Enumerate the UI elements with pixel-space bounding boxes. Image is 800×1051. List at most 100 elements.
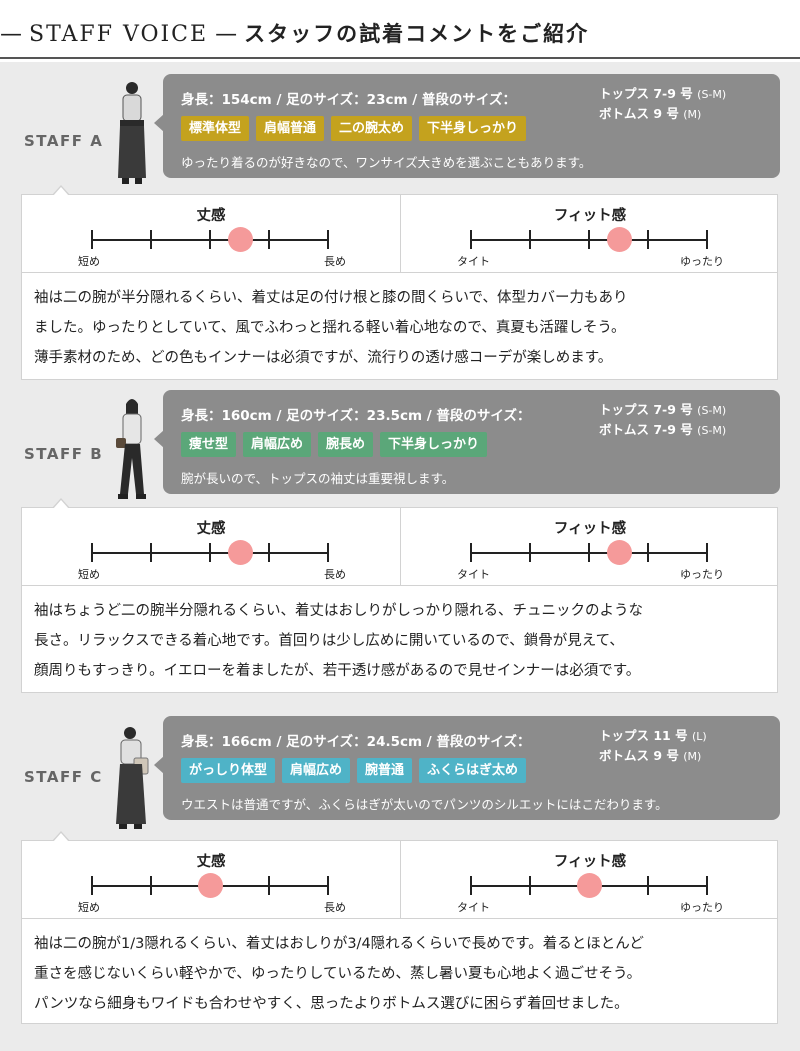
length-marker	[227, 540, 253, 565]
body-type-tag: 二の腕太め	[331, 116, 413, 141]
scale-tick	[647, 876, 649, 895]
staff-block-a: STAFF A 身長：154cm / 足のサイズ：23cm / 普段のサイズ： …	[0, 74, 800, 380]
length-scale: 丈感 短め 長め	[22, 508, 400, 586]
staff-label: STAFF A	[24, 132, 104, 150]
size-bottoms: ボトムス 9 号	[599, 106, 679, 121]
length-min-label: 短め	[78, 901, 100, 914]
staff-label: STAFF C	[24, 768, 103, 786]
fit-scales: 丈感 短め 長め フィット感	[22, 195, 777, 273]
staff-usual-sizes: トップス 11 号 (L) ボトムス 9 号 (M)	[599, 726, 707, 766]
scale-tick	[91, 230, 93, 249]
staff-stats: 身長：166cm / 足のサイズ：24.5cm / 普段のサイズ：	[181, 734, 531, 750]
header: — STAFF VOICE — スタッフの試着コメントをご紹介	[0, 0, 800, 60]
scale-tick	[268, 230, 270, 249]
staff-stats: 身長：154cm / 足のサイズ：23cm / 普段のサイズ：	[181, 92, 516, 108]
body-type-tag: 下半身しっかり	[419, 116, 527, 141]
staff-label: STAFF B	[24, 445, 104, 463]
fit-scale-title: フィット感	[553, 854, 627, 870]
scale-tick	[150, 230, 152, 249]
length-marker	[198, 873, 223, 898]
staff-profile-bubble: 身長：160cm / 足のサイズ：23.5cm / 普段のサイズ： トップス 7…	[154, 390, 780, 494]
length-max-label: 長め	[324, 901, 346, 914]
length-min-label: 短め	[78, 568, 100, 581]
fit-scales: 丈感 短め 長め フィット感	[22, 508, 777, 586]
page-title-jp: スタッフの試着コメントをご紹介	[244, 22, 590, 46]
size-tops-code: (S-M)	[697, 88, 727, 101]
staff-stats: 身長：160cm / 足のサイズ：23.5cm / 普段のサイズ：	[181, 408, 531, 424]
staff-comment: ゆったり着るのが好きなので、ワンサイズ大きめを選ぶこともあります。	[181, 155, 592, 170]
fit-marker	[577, 873, 602, 898]
staff-profile-bubble: 身長：154cm / 足のサイズ：23cm / 普段のサイズ： トップス 7-9…	[154, 74, 780, 178]
length-scale-title: 丈感	[196, 521, 226, 537]
length-scale-title: 丈感	[196, 854, 226, 870]
scale-tick	[209, 543, 211, 562]
scale-tick	[327, 230, 329, 249]
fit-max-label: ゆったり	[680, 568, 724, 581]
scale-tick	[647, 230, 649, 249]
scale-tick	[91, 543, 93, 562]
scale-tick	[268, 543, 270, 562]
size-tops-code: (L)	[691, 730, 707, 743]
scale-tick	[588, 230, 590, 249]
scale-tick	[647, 543, 649, 562]
fit-min-label: タイト	[457, 568, 490, 581]
review-line: 顔周りもすっきり。イエローを着ましたが、若干透け感があるので見せインナーは必須で…	[34, 663, 641, 679]
fit-scale: フィット感 タイト ゆったり	[400, 508, 778, 586]
body-type-tag: 標準体型	[181, 116, 250, 141]
staff-block-c: STAFF C 身長：166cm / 足のサイズ：24.5cm / 普段のサイズ…	[0, 716, 800, 1024]
scale-tick	[150, 543, 152, 562]
scale-tick	[209, 230, 211, 249]
fit-scale-title: フィット感	[553, 208, 627, 224]
review-text: 袖はちょうど二の腕半分隠れるくらい、着丈はおしりがしっかり隠れる、チュニックのよ…	[34, 596, 643, 686]
fit-marker	[606, 540, 632, 565]
review-text: 袖は二の腕が1/3隠れるくらい、着丈はおしりが3/4隠れるくらいで長めです。着る…	[34, 929, 644, 1019]
review-card: 丈感 短め 長め フィット感	[21, 831, 778, 1024]
body-type-tag: 下半身しっかり	[380, 432, 488, 457]
fit-scales: 丈感 短め 長め フィット感	[22, 841, 777, 919]
length-scale: 丈感 短め 長め	[22, 841, 400, 919]
size-bottoms: ボトムス 9 号	[599, 748, 679, 763]
size-tops: トップス 7-9 号	[599, 86, 693, 101]
scale-tick	[327, 543, 329, 562]
body-type-tags: 標準体型肩幅普通二の腕太め下半身しっかり	[181, 116, 533, 141]
scale-tick	[268, 876, 270, 895]
review-line: 長さ。リラックスできる着心地です。首回りは少し広めに開いているので、鎖骨が見えて…	[34, 633, 624, 649]
staff-voice-section: STAFF A 身長：154cm / 足のサイズ：23cm / 普段のサイズ： …	[0, 62, 800, 1051]
staff-comment: 腕が長いので、トップスの袖丈は重要視します。	[181, 471, 455, 486]
scale-tick	[529, 543, 531, 562]
body-type-tags: がっしり体型肩幅広め腕普通ふくらはぎ太め	[181, 758, 533, 783]
scale-tick	[150, 876, 152, 895]
body-type-tag: 肩幅普通	[256, 116, 325, 141]
fit-marker	[606, 227, 632, 252]
length-marker	[227, 227, 253, 252]
size-tops: トップス 11 号	[599, 728, 688, 743]
scale-tick	[706, 543, 708, 562]
review-line: 袖は二の腕が半分隠れるくらい、着丈は足の付け根と膝の間くらいで、体型カバー力もあ…	[34, 290, 628, 306]
body-type-tag: 腕普通	[357, 758, 413, 783]
size-bottoms-code: (S-M)	[697, 424, 727, 437]
scale-tick	[470, 543, 472, 562]
scale-tick	[588, 543, 590, 562]
fit-scale: フィット感 タイト ゆったり	[400, 195, 778, 273]
review-line: 袖は二の腕が1/3隠れるくらい、着丈はおしりが3/4隠れるくらいで長めです。着る…	[34, 936, 644, 952]
scale-tick	[91, 876, 93, 895]
length-max-label: 長め	[324, 568, 346, 581]
staff-comment: ウエストは普通ですが、ふくらはぎが太いのでパンツのシルエットにはこだわります。	[181, 797, 668, 812]
scale-tick	[470, 876, 472, 895]
size-bottoms-code: (M)	[683, 750, 702, 763]
length-scale: 丈感 短め 長め	[22, 195, 400, 273]
staff-usual-sizes: トップス 7-9 号 (S-M) ボトムス 7-9 号 (S-M)	[599, 400, 726, 440]
size-tops-code: (S-M)	[697, 404, 727, 417]
fit-max-label: ゆったり	[680, 255, 724, 268]
review-line: 重さを感じないくらい軽やかで、ゆったりしているため、蒸し暑い夏も心地よく過ごせそ…	[34, 966, 642, 982]
scale-tick	[470, 230, 472, 249]
review-line: パンツなら細身もワイドも合わせやすく、思ったよりボトムス選びに困らず着回せました…	[34, 996, 629, 1012]
scale-tick	[529, 230, 531, 249]
header-divider	[0, 57, 800, 59]
size-bottoms: ボトムス 7-9 号	[599, 422, 693, 437]
staff-profile-bubble: 身長：166cm / 足のサイズ：24.5cm / 普段のサイズ： トップス 1…	[154, 716, 780, 820]
review-line: 薄手素材のため、どの色もインナーは必須ですが、流行りの透け感コーデが楽しめます。	[34, 350, 613, 366]
body-type-tag: 痩せ型	[181, 432, 237, 457]
fit-scale: フィット感 タイト ゆったり	[400, 841, 778, 919]
review-card: 丈感 短め 長め フィット感	[21, 498, 778, 693]
